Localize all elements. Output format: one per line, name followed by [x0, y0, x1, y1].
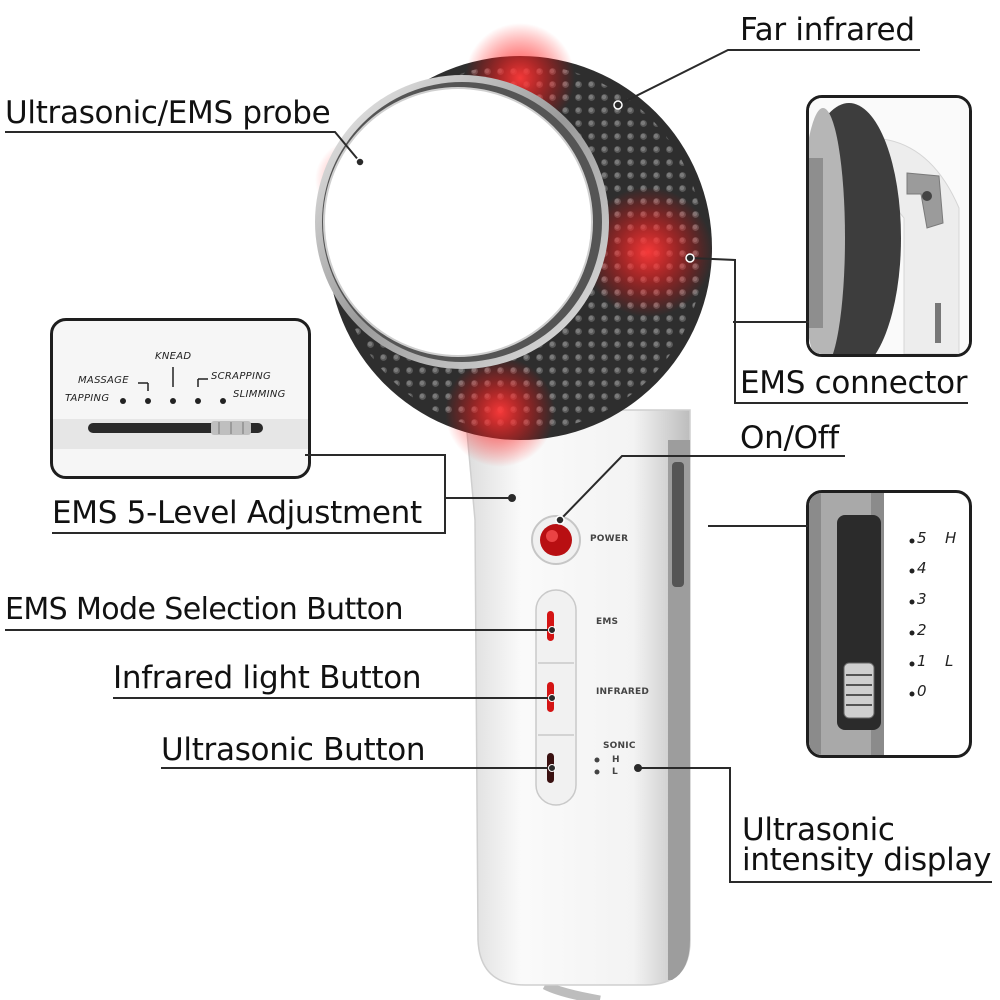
mode-slimming: SLIMMING — [233, 389, 286, 400]
mode-tapping: TAPPING — [65, 393, 110, 404]
level-slider-photo — [809, 493, 915, 755]
ems-connector-inset-pointer — [733, 321, 809, 323]
callout-probe: Ultrasonic/EMS probe — [5, 95, 331, 131]
level-0: 0 — [917, 682, 927, 700]
level-1: 1 — [917, 652, 927, 670]
callout-ems-connector: EMS connector — [740, 365, 968, 401]
callout-ems-5-level: EMS 5-Level Adjustment — [52, 495, 422, 531]
mode-knead: KNEAD — [155, 351, 192, 362]
infrared-button-led — [547, 682, 554, 712]
sonic-button-led — [547, 753, 554, 783]
level-5: 5 — [917, 529, 927, 547]
sonic-l-label: L — [612, 767, 618, 777]
sonic-h-label: H — [612, 755, 620, 765]
callout-on-off: On/Off — [740, 420, 839, 456]
callout-ems-mode: EMS Mode Selection Button — [5, 592, 404, 627]
mode-scrapping: SCRAPPING — [211, 371, 272, 382]
level-slider-slot — [672, 462, 684, 587]
ems-mode-panel-inset: KNEAD MASSAGE SCRAPPING TAPPING SLIMMING — [50, 318, 311, 479]
ems-connector-inset — [806, 95, 972, 357]
callout-intensity-line2: intensity display — [742, 842, 992, 878]
level-scale-inset-pointer — [708, 525, 808, 527]
power-label: POWER — [590, 534, 629, 544]
ems-label: EMS — [596, 617, 619, 627]
level-scale-inset: 5 4 3 2 1 0 H L — [806, 490, 972, 758]
level-2: 2 — [917, 621, 927, 639]
sonic-label: SONIC — [603, 741, 636, 751]
level-4: 4 — [917, 559, 927, 577]
level-high-label: H — [945, 529, 957, 547]
ems-connector-photo — [809, 98, 969, 354]
control-panel-pill — [535, 589, 577, 806]
probe-face — [323, 87, 593, 357]
infrared-label: INFRARED — [596, 687, 650, 697]
power-cable — [542, 980, 601, 1000]
handle-body — [464, 409, 691, 986]
level-low-label: L — [945, 652, 954, 670]
callout-far-infrared: Far infrared — [740, 12, 915, 48]
callout-ultrasonic-button: Ultrasonic Button — [161, 732, 426, 768]
level-3: 3 — [917, 590, 927, 608]
mode-massage: MASSAGE — [78, 375, 129, 386]
callout-infrared-button: Infrared light Button — [113, 660, 422, 696]
ems-button-led — [547, 611, 554, 641]
mode-panel-marks — [53, 367, 308, 449]
